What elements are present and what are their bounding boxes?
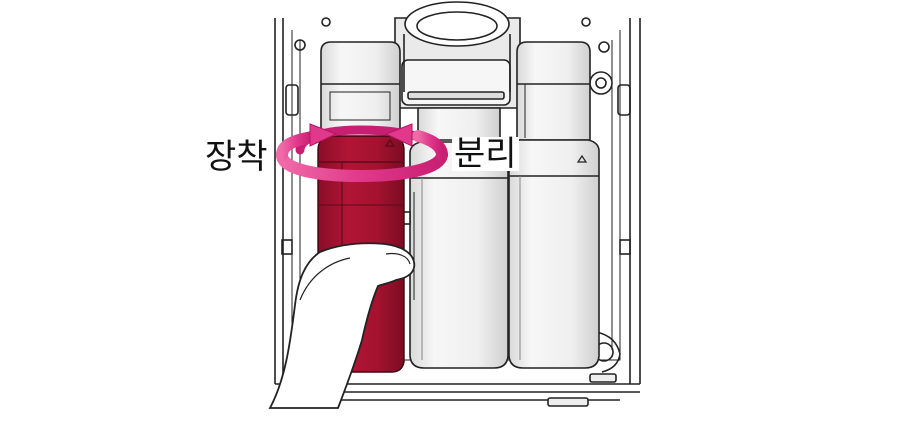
arrowhead-left: [384, 123, 413, 147]
filter-middle: [401, 107, 509, 369]
rotation-arrow-icon: [276, 123, 448, 183]
filter-head-center: [394, 1, 521, 109]
filter-head-left: [320, 41, 401, 133]
hand-icon: [268, 242, 416, 409]
install-label: 장착: [205, 137, 268, 177]
filter-right: [508, 41, 600, 369]
remove-label: 분리: [452, 134, 519, 174]
arrowhead-right: [309, 123, 338, 147]
